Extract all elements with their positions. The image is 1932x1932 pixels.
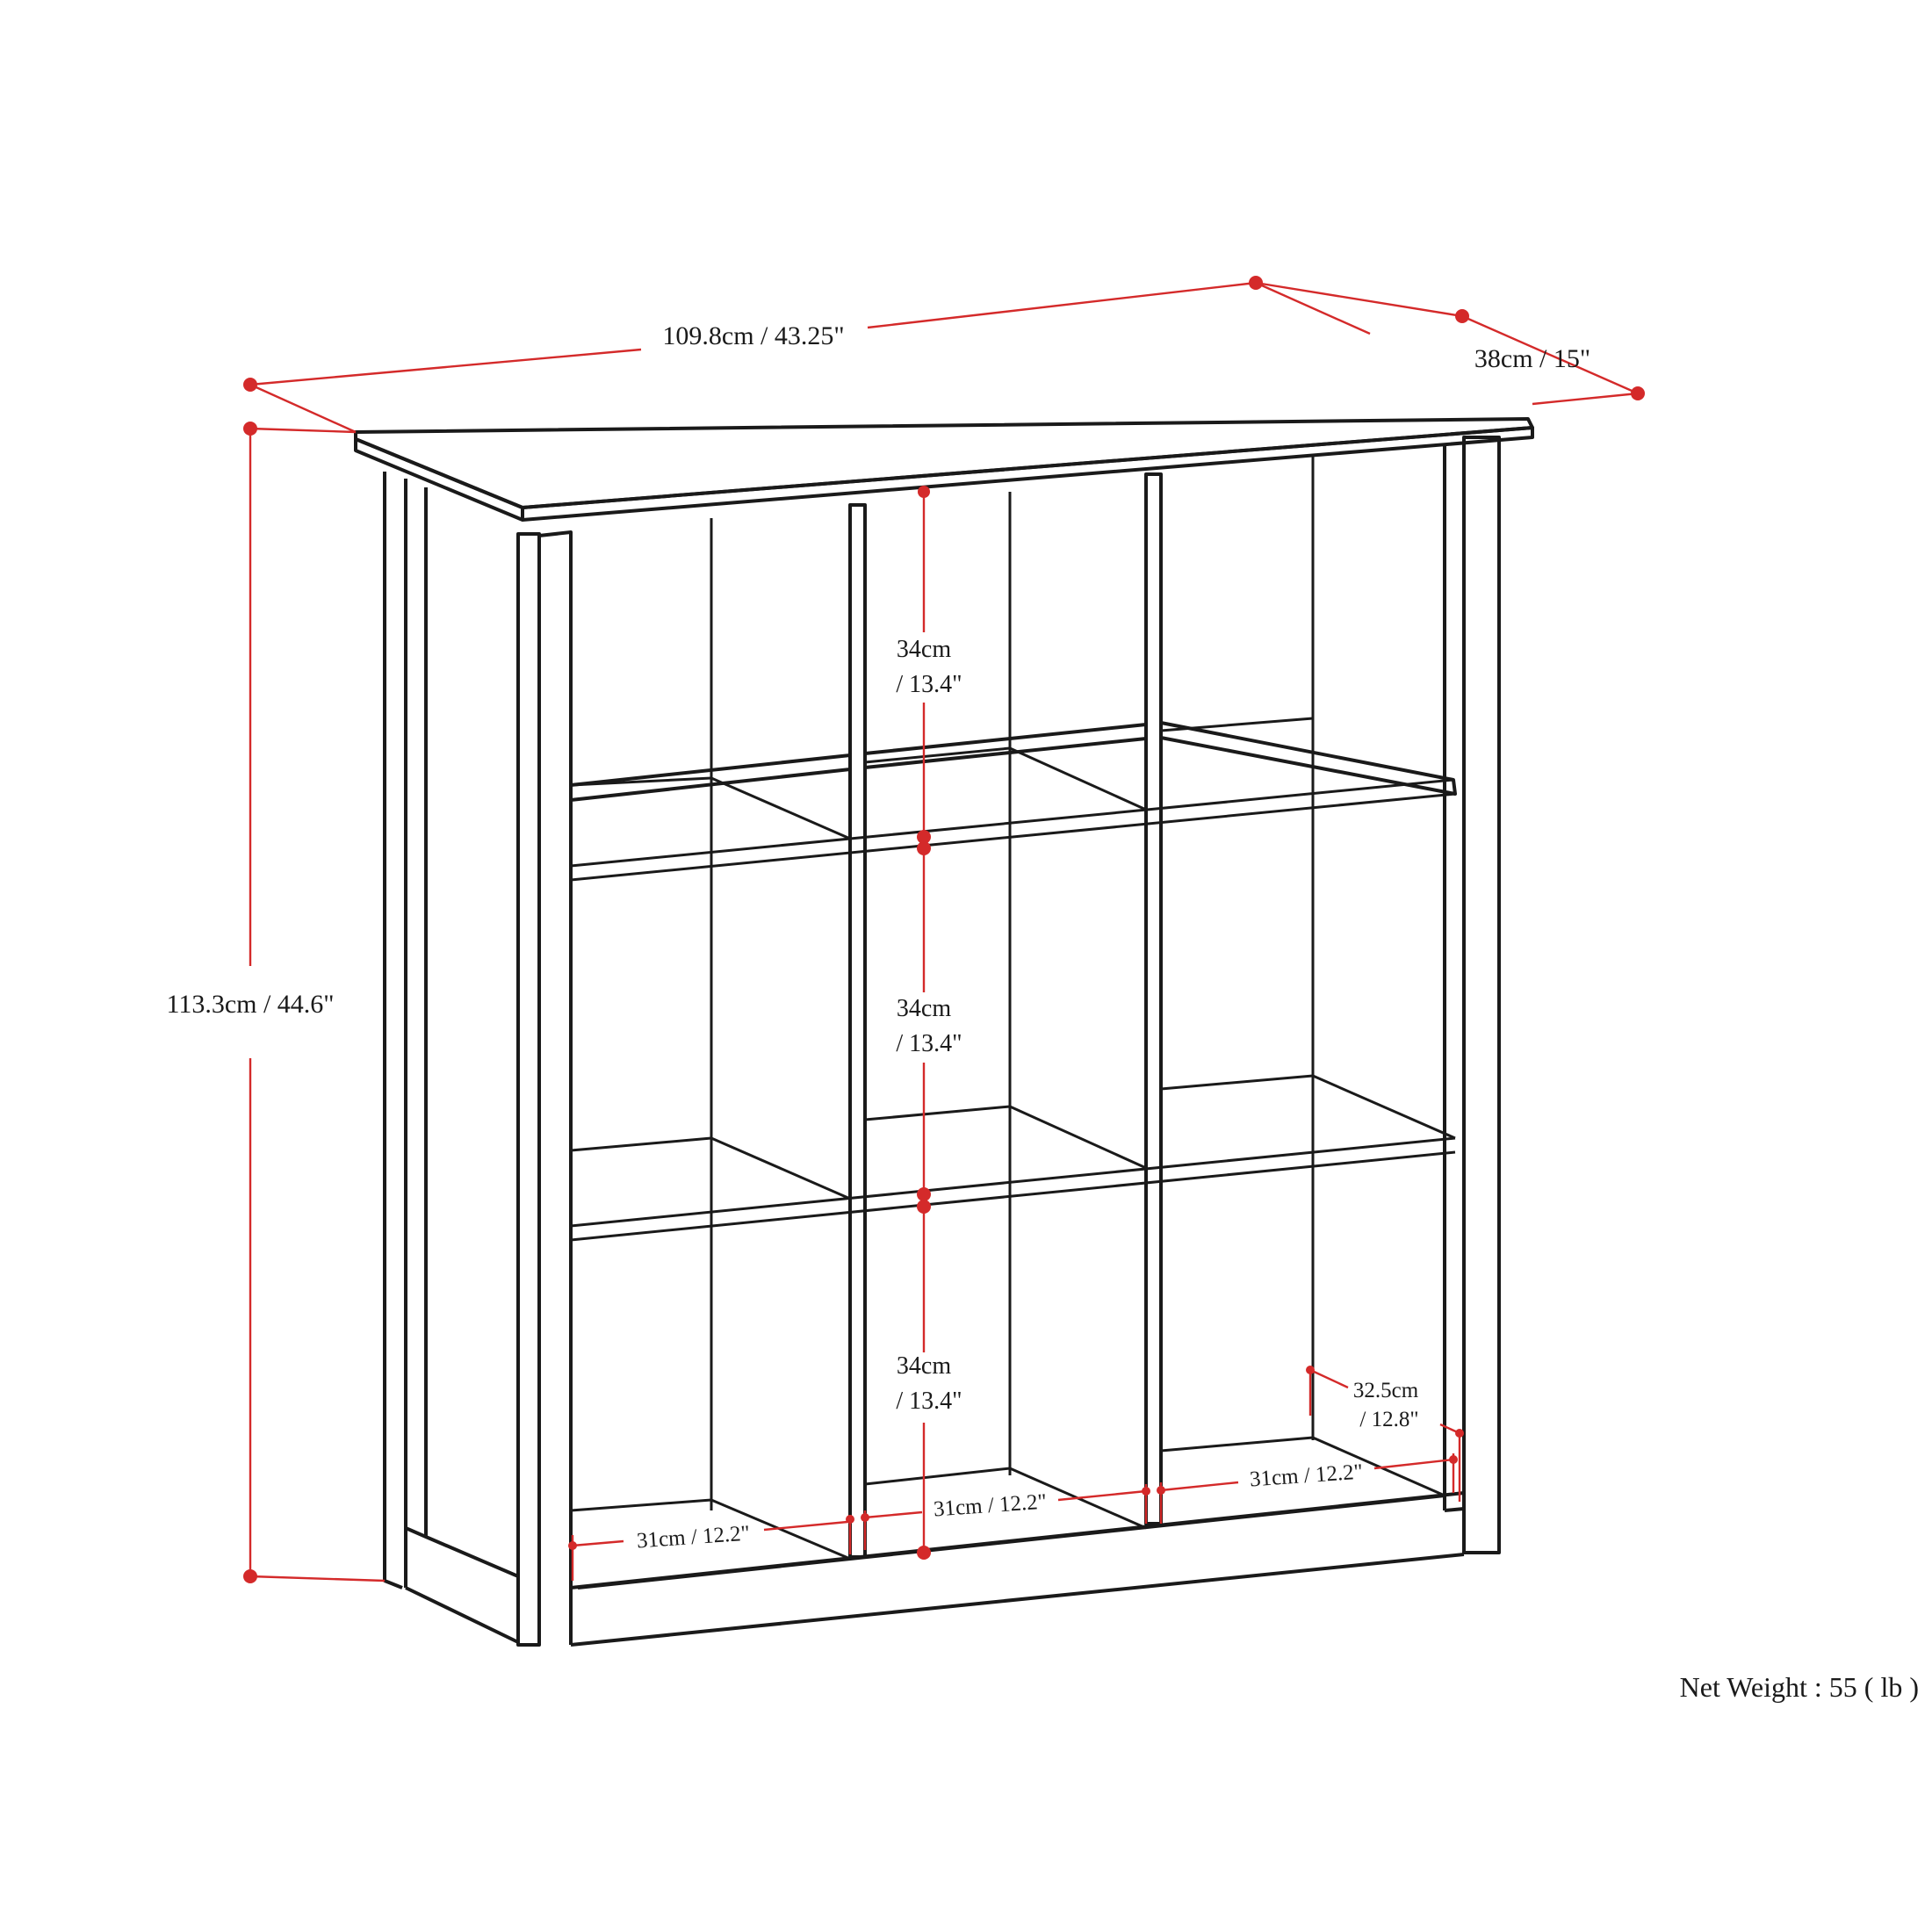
left-side-panel	[383, 472, 573, 1647]
cube-height-top-line2: / 13.4"	[896, 671, 962, 698]
bottom-base	[570, 1491, 1465, 1647]
bookcase-drawing	[354, 417, 1534, 1647]
cube-height-middle-line1: 34cm	[897, 995, 951, 1022]
cube-width-left-label: 31cm / 12.2"	[636, 1522, 751, 1554]
right-frame-post	[1443, 436, 1501, 1554]
cube-height-bottom-line1: 34cm	[897, 1352, 951, 1380]
depth-dimension-line	[1255, 281, 1645, 406]
cube-height-top-line1: 34cm	[897, 636, 951, 663]
depth-label: 38cm / 15"	[1474, 344, 1590, 373]
cube-depth-line1: 32.5cm	[1353, 1379, 1419, 1402]
dimension-lines	[243, 276, 1645, 1583]
cube-height-dimension-line	[917, 486, 931, 1560]
height-label: 113.3cm / 44.6"	[166, 990, 334, 1019]
vertical-dividers	[710, 457, 1315, 1559]
cube-depth-dimension-line	[1306, 1366, 1464, 1502]
width-dimension-line	[243, 276, 1371, 434]
cube-width-right-label: 31cm / 12.2"	[1249, 1460, 1364, 1492]
top-panel	[354, 417, 1534, 522]
bottom-floor	[570, 1436, 1445, 1561]
upper-shelf	[569, 717, 1457, 882]
lower-shelf	[570, 1074, 1456, 1242]
width-label: 109.8cm / 43.25"	[662, 321, 844, 350]
height-dimension-line	[243, 422, 386, 1583]
net-weight-label: Net Weight : 55 ( lb )	[1680, 1671, 1919, 1703]
cube-depth-line2: / 12.8"	[1359, 1408, 1418, 1431]
cube-width-dimension-lines	[568, 1453, 1458, 1581]
cube-width-center-label: 31cm / 12.2"	[933, 1490, 1048, 1522]
cube-height-bottom-line2: / 13.4"	[896, 1388, 962, 1415]
cube-height-middle-line2: / 13.4"	[896, 1030, 962, 1057]
dimension-labels: 109.8cm / 43.25" 38cm / 15" 113.3cm / 44…	[166, 321, 1919, 1703]
